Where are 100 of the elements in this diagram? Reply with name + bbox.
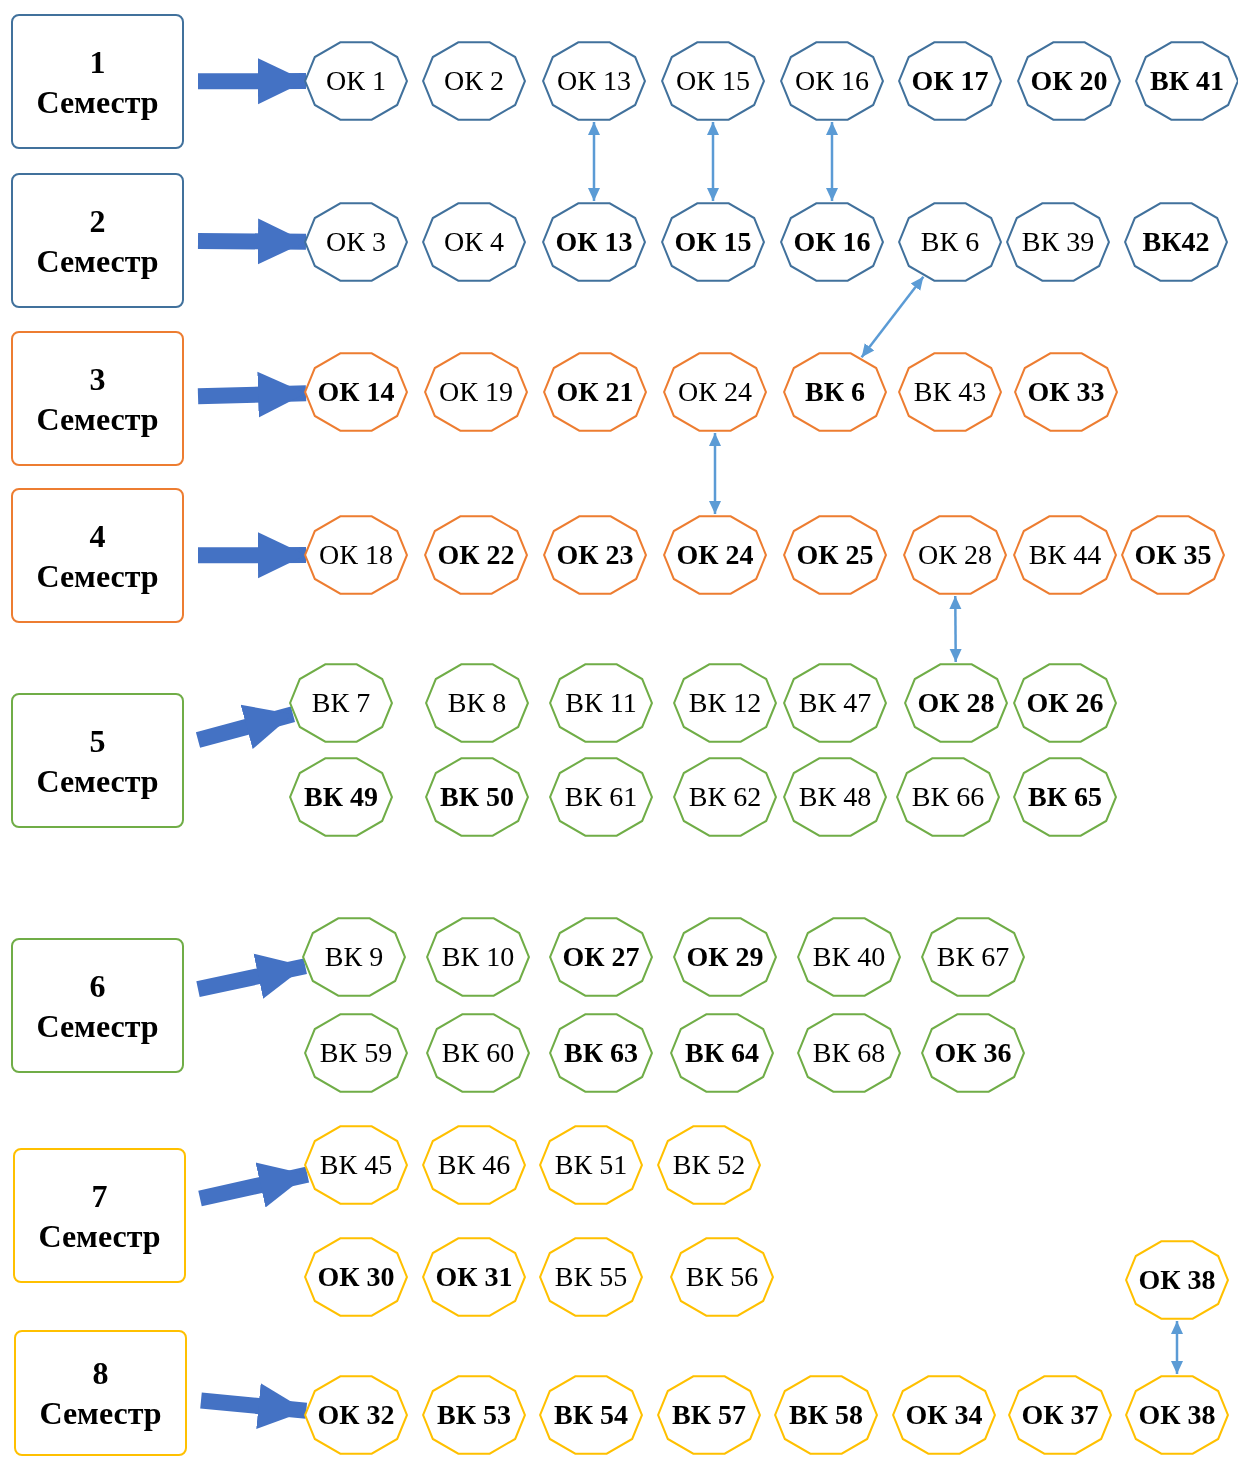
course-decagon (657, 1123, 761, 1207)
semester-box (11, 331, 184, 466)
course-code: ВК42 (1142, 226, 1210, 258)
course-decagon (898, 39, 1002, 123)
course-decagon (549, 661, 653, 745)
course-code: ВК 9 (324, 941, 384, 973)
course-decagon (549, 755, 653, 839)
course-code: ОК 15 (674, 226, 752, 258)
course-decagon (903, 513, 1007, 597)
course-decagon (304, 1011, 408, 1095)
course-code: ОК 33 (1027, 376, 1105, 408)
course-code: ОК 35 (1134, 539, 1212, 571)
course-code: ВК 39 (1021, 226, 1095, 258)
course-code: ОК 24 (676, 539, 754, 571)
course-code: ВК 11 (565, 687, 637, 719)
course-decagon (780, 39, 884, 123)
semester-label: 5 (89, 721, 106, 761)
course-code: ВК 53 (437, 1399, 511, 1431)
course-code: ОК 37 (1021, 1399, 1099, 1431)
course-code: ВК 6 (805, 376, 865, 408)
course-decagon (673, 661, 777, 745)
course-decagon (898, 350, 1002, 434)
course-decagon (426, 1011, 530, 1095)
course-code: ОК 26 (1026, 687, 1104, 719)
course-decagon (304, 39, 408, 123)
course-decagon (661, 39, 765, 123)
course-code: ВК 65 (1028, 781, 1102, 813)
course-decagon (422, 1123, 526, 1207)
course-decagon (543, 513, 647, 597)
course-code: ОК 23 (556, 539, 634, 571)
double-arrow (1171, 1321, 1183, 1374)
course-decagon (1013, 755, 1117, 839)
course-decagon (892, 1373, 996, 1457)
course-code: ВК 46 (437, 1149, 511, 1181)
course-decagon (304, 1123, 408, 1207)
course-decagon (774, 1373, 878, 1457)
course-code: ОК 31 (435, 1261, 513, 1293)
course-code: ВК 60 (441, 1037, 515, 1069)
course-decagon (424, 350, 528, 434)
course-decagon (780, 200, 884, 284)
course-decagon (657, 1373, 761, 1457)
course-decagon (549, 915, 653, 999)
course-code: ВК 59 (319, 1037, 393, 1069)
course-decagon (1008, 1373, 1112, 1457)
course-code: ВК 52 (672, 1149, 746, 1181)
course-decagon (422, 200, 526, 284)
course-decagon (304, 1235, 408, 1319)
course-decagon (661, 200, 765, 284)
course-code: ОК 32 (317, 1399, 395, 1431)
semester-label: 8 (92, 1354, 109, 1393)
course-code: ОК 25 (796, 539, 874, 571)
course-code: ВК 12 (688, 687, 762, 719)
course-decagon (304, 1373, 408, 1457)
course-decagon (783, 661, 887, 745)
course-decagon (898, 200, 1002, 284)
course-code: ОК 38 (1138, 1399, 1216, 1431)
course-decagon (543, 350, 647, 434)
course-decagon (425, 755, 529, 839)
semester-label: Семестр (36, 1006, 159, 1046)
course-decagon (673, 755, 777, 839)
block-arrow (197, 218, 307, 265)
course-code: ВК 48 (798, 781, 872, 813)
course-decagon (783, 350, 887, 434)
course-decagon (1125, 1373, 1229, 1457)
semester-label: 1 (89, 42, 106, 82)
course-code: ВК 57 (672, 1399, 746, 1431)
block-arrow (195, 704, 296, 750)
course-code: ВК 47 (798, 687, 872, 719)
semester-box (14, 1330, 187, 1456)
course-decagon (896, 755, 1000, 839)
course-decagon (1121, 513, 1225, 597)
course-code: ВК 61 (564, 781, 638, 813)
course-decagon (1006, 200, 1110, 284)
course-decagon (1135, 39, 1238, 123)
course-decagon (1124, 200, 1228, 284)
course-code: ВК 63 (564, 1037, 638, 1069)
block-arrow (198, 532, 306, 579)
course-decagon (549, 1011, 653, 1095)
course-decagon (663, 513, 767, 597)
course-code: ОК 27 (562, 941, 640, 973)
course-code: ВК 56 (685, 1261, 759, 1293)
course-code: ВК 54 (554, 1399, 628, 1431)
course-decagon (304, 200, 408, 284)
course-code: ОК 3 (326, 226, 386, 258)
semester-box (11, 938, 184, 1073)
course-decagon (797, 1011, 901, 1095)
course-code: ВК 7 (311, 687, 371, 719)
course-code: ВК 62 (688, 781, 762, 813)
course-code: ОК 13 (555, 226, 633, 258)
course-decagon (539, 1235, 643, 1319)
course-decagon (904, 661, 1008, 745)
course-code: ВК 64 (685, 1037, 759, 1069)
course-code: ОК 4 (444, 226, 504, 258)
double-arrow (949, 596, 962, 662)
course-decagon (539, 1373, 643, 1457)
course-decagon (302, 915, 406, 999)
block-arrow (198, 1162, 310, 1208)
course-decagon (304, 513, 408, 597)
course-decagon (1013, 513, 1117, 597)
semester-box (11, 14, 184, 149)
